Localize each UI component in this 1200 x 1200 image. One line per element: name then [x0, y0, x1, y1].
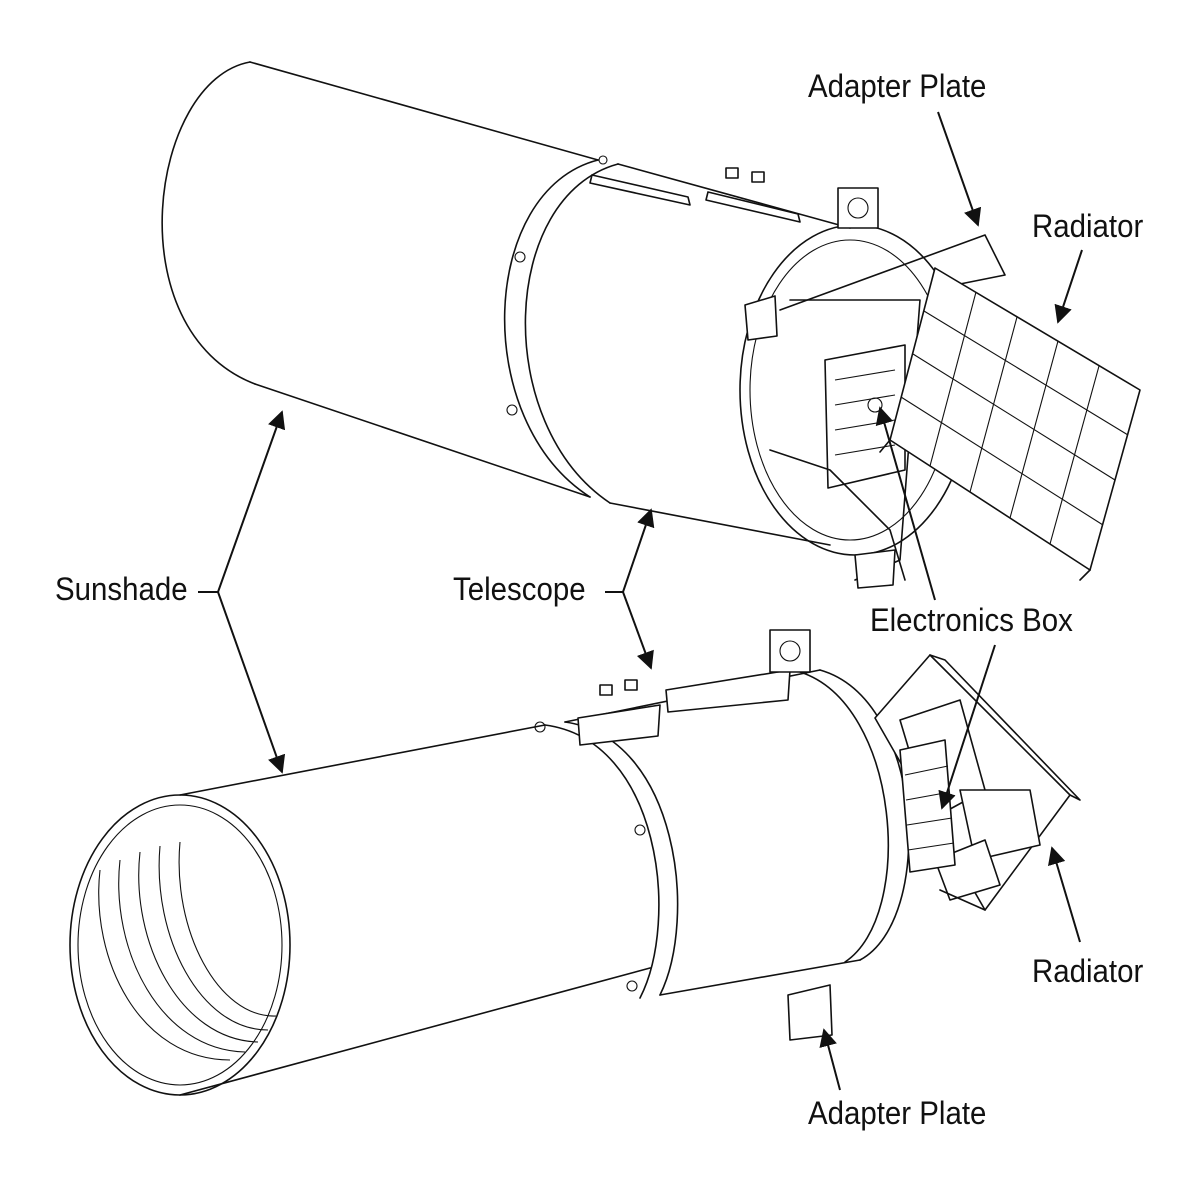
arrow-radiator-top [1054, 249, 1083, 324]
label-adapter-plate-bottom: Adapter Plate [808, 1095, 987, 1131]
leader-lines [198, 111, 1083, 1091]
arrow-telescope [605, 508, 655, 593]
label-sunshade: Sunshade [55, 571, 188, 607]
bottom-electronics-box [899, 739, 956, 873]
label-electronics-box: Electronics Box [870, 602, 1073, 638]
arrow-electronics-box-bottom [938, 644, 996, 810]
arrow-sunshade-lower [217, 591, 286, 774]
top-radiator-panel [879, 267, 1141, 581]
top-instrument-assembly [161, 61, 1141, 589]
label-radiator-top: Radiator [1032, 208, 1144, 244]
arrow-adapter-plate-bottom [819, 1028, 841, 1091]
label-telescope: Telescope [453, 571, 586, 607]
arrow-adapter-plate-top [937, 111, 982, 227]
label-adapter-plate-top: Adapter Plate [808, 68, 987, 104]
arrow-sunshade [198, 410, 286, 593]
label-radiator-bottom: Radiator [1032, 953, 1144, 989]
top-joint-ring [503, 155, 619, 504]
bottom-sunshade [69, 724, 651, 1096]
arrow-radiator-bottom [1047, 846, 1081, 943]
top-telescope-body [589, 163, 851, 546]
top-electronics-frame [744, 234, 1006, 589]
bottom-adapter-plate-ring [769, 629, 910, 1041]
top-sunshade [161, 61, 599, 498]
arrow-electronics-box-top [875, 406, 936, 601]
bottom-joint-ring [534, 721, 679, 999]
arrow-telescope-lower [622, 591, 654, 670]
bottom-telescope-body [564, 669, 861, 996]
bottom-instrument-assembly [69, 629, 1081, 1096]
